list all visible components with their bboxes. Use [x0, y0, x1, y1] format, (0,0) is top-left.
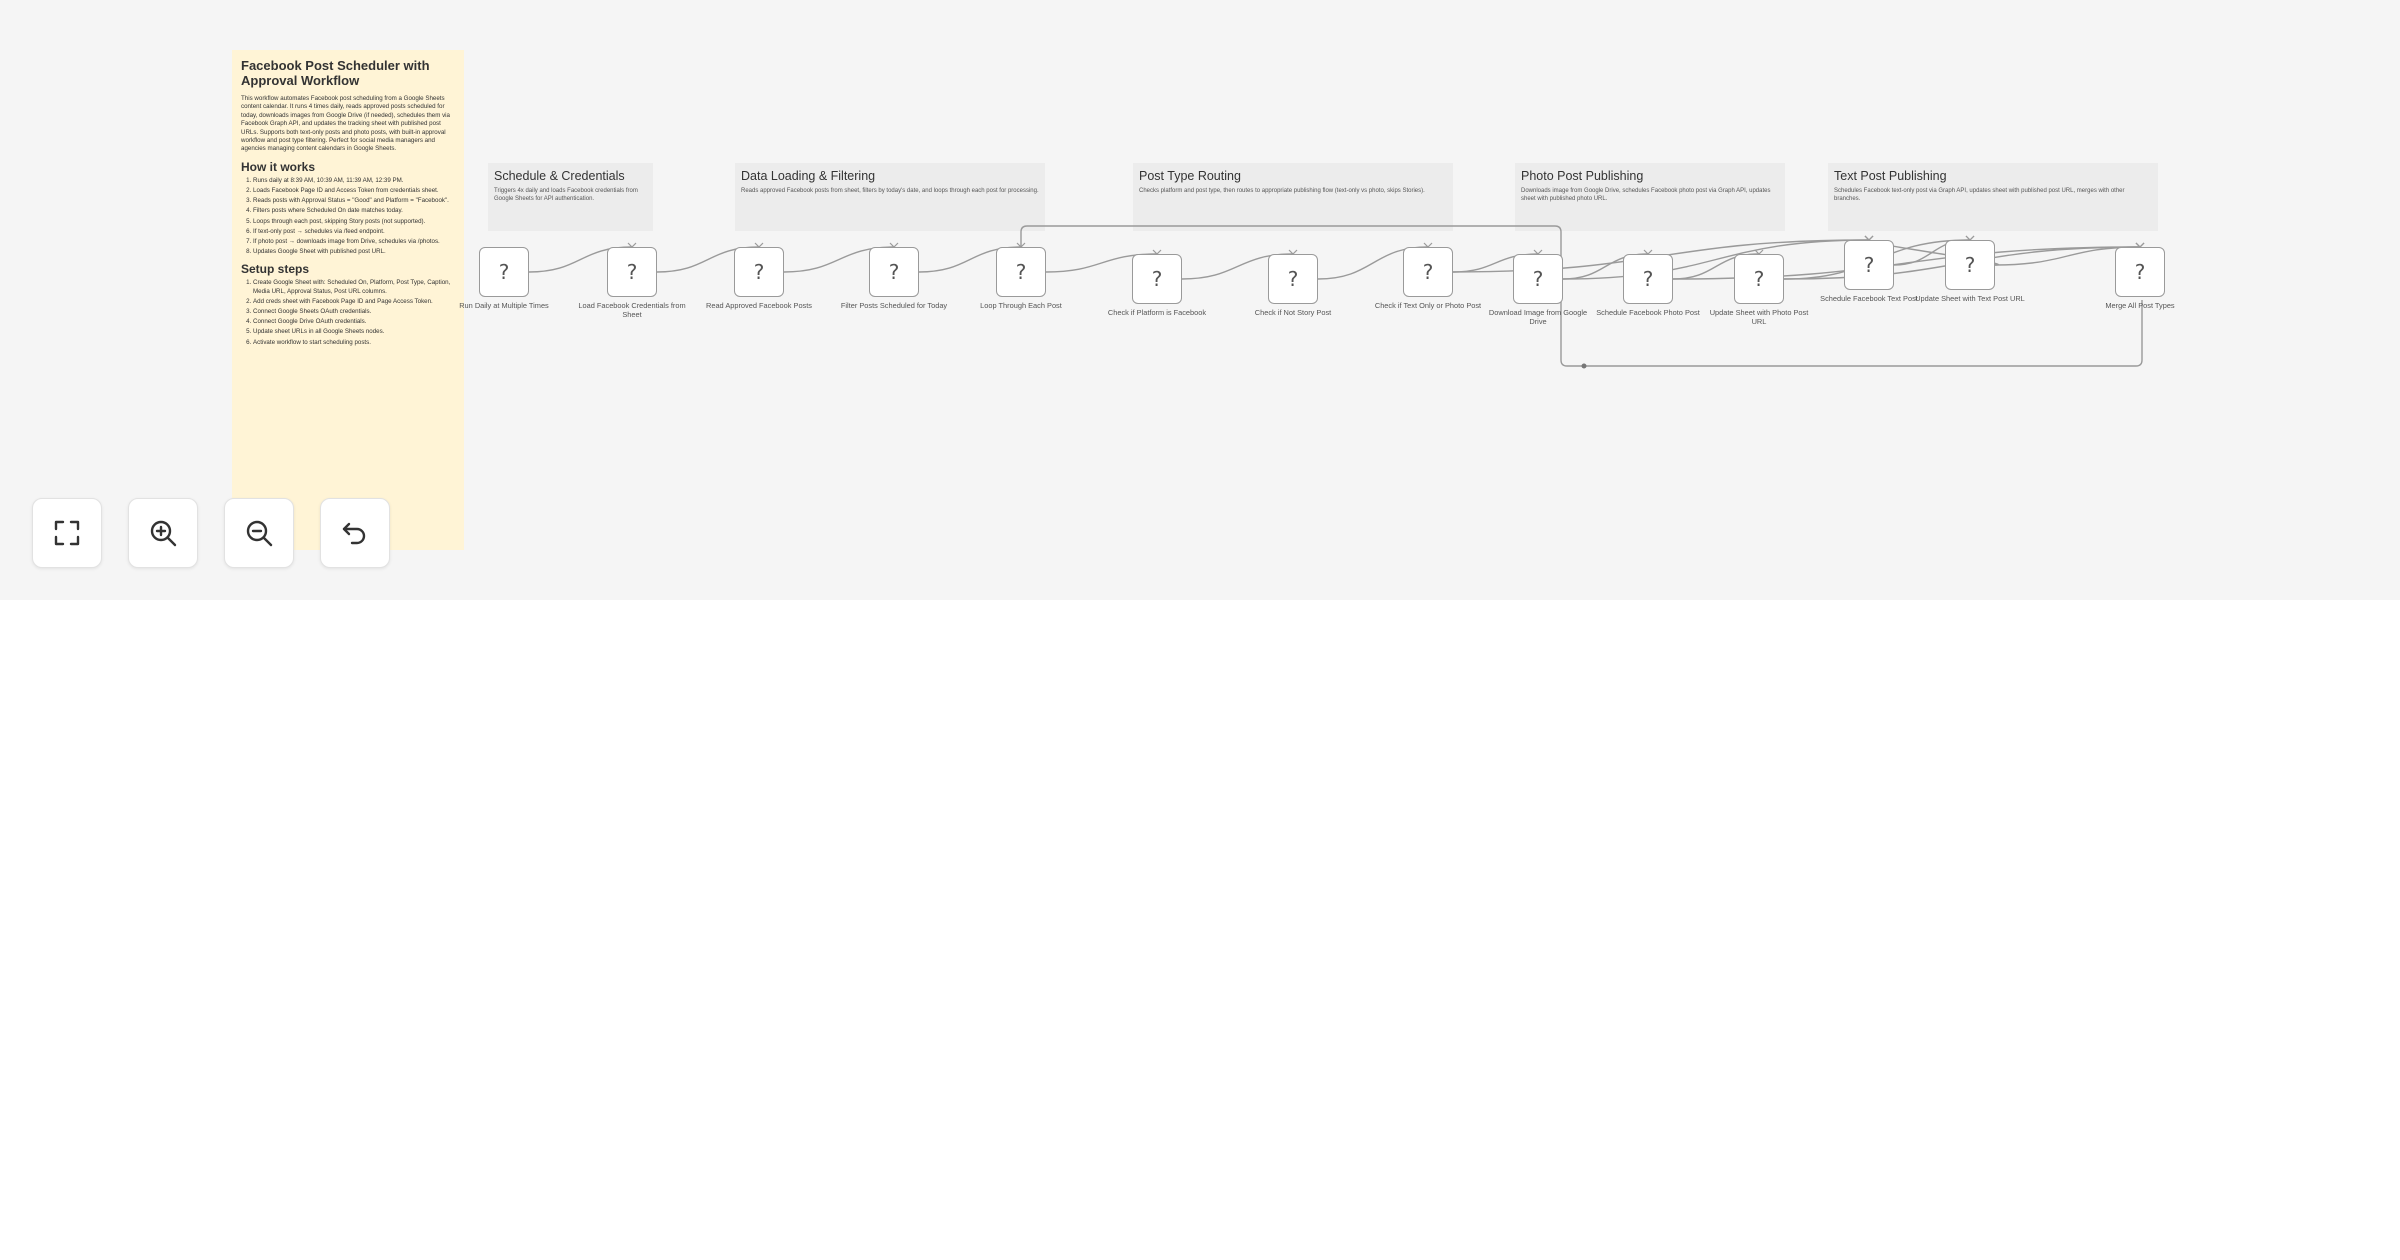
- how-step: Reads posts with Approval Status = "Good…: [253, 197, 455, 205]
- node-merge-all[interactable]: ?: [2115, 247, 2165, 297]
- reset-view-button[interactable]: [320, 498, 390, 568]
- unknown-node-icon: ?: [1287, 267, 1299, 291]
- group-note-text: Triggers 4x daily and loads Facebook cre…: [494, 188, 638, 202]
- setup-step: Activate workflow to start scheduling po…: [253, 339, 455, 347]
- node-label: Loop Through Each Post: [980, 301, 1062, 310]
- note-description: This workflow automates Facebook post sc…: [241, 95, 450, 153]
- how-step: Runs daily at 8:39 AM, 10:39 AM, 11:39 A…: [253, 177, 455, 185]
- how-it-works-list: Runs daily at 8:39 AM, 10:39 AM, 11:39 A…: [241, 177, 455, 257]
- node-update-photo[interactable]: ?: [1734, 254, 1784, 304]
- group-note-data-loading[interactable]: Data Loading & Filtering Reads approved …: [735, 163, 1045, 231]
- how-step: If text-only post → schedules via /feed …: [253, 228, 455, 236]
- node-download-image[interactable]: ?: [1513, 254, 1563, 304]
- node-label: Load Facebook Credentials from Sheet: [578, 301, 686, 319]
- node-label: Schedule Facebook Text Post: [1820, 294, 1918, 303]
- node-label: Filter Posts Scheduled for Today: [840, 301, 948, 310]
- fit-view-button[interactable]: [32, 498, 102, 568]
- group-note-text: Schedules Facebook text-only post via Gr…: [1834, 188, 2125, 202]
- node-label: Check if Text Only or Photo Post: [1374, 301, 1482, 310]
- group-note-title: Photo Post Publishing: [1521, 169, 1644, 183]
- setup-step: Connect Google Sheets OAuth credentials.: [253, 308, 455, 316]
- node-label: Read Approved Facebook Posts: [706, 301, 812, 310]
- group-note-text-publishing[interactable]: Text Post Publishing Schedules Facebook …: [1828, 163, 2158, 231]
- node-label: Check if Platform is Facebook: [1107, 308, 1207, 317]
- group-note-title: Data Loading & Filtering: [741, 169, 876, 183]
- workflow-canvas[interactable]: Facebook Post Scheduler with Approval Wo…: [0, 0, 2400, 600]
- unknown-node-icon: ?: [626, 260, 638, 284]
- unknown-node-icon: ?: [1015, 260, 1027, 284]
- setup-step: Update sheet URLs in all Google Sheets n…: [253, 328, 455, 336]
- unknown-node-icon: ?: [1964, 253, 1976, 277]
- node-check-type[interactable]: ?: [1403, 247, 1453, 297]
- group-note-post-type-routing[interactable]: Post Type Routing Checks platform and po…: [1133, 163, 1453, 231]
- node-read-approved[interactable]: ?: [734, 247, 784, 297]
- how-step: If photo post → downloads image from Dri…: [253, 238, 455, 246]
- node-label: Schedule Facebook Photo Post: [1596, 308, 1700, 317]
- unknown-node-icon: ?: [888, 260, 900, 284]
- node-update-text[interactable]: ?: [1945, 240, 1995, 290]
- group-note-title: Post Type Routing: [1139, 169, 1241, 183]
- zoom-out-button[interactable]: [224, 498, 294, 568]
- undo-icon: [342, 522, 366, 545]
- zoom-in-button[interactable]: [128, 498, 198, 568]
- unknown-node-icon: ?: [1532, 267, 1544, 291]
- node-check-platform[interactable]: ?: [1132, 254, 1182, 304]
- setup-step: Add creds sheet with Facebook Page ID an…: [253, 298, 455, 306]
- node-check-story[interactable]: ?: [1268, 254, 1318, 304]
- setup-step: Create Google Sheet with: Scheduled On, …: [253, 279, 455, 295]
- node-label: Run Daily at Multiple Times: [459, 301, 549, 310]
- node-filter-today[interactable]: ?: [869, 247, 919, 297]
- group-note-text: Checks platform and post type, then rout…: [1139, 188, 1425, 194]
- zoom-out-icon: [246, 520, 273, 547]
- unknown-node-icon: ?: [753, 260, 765, 284]
- node-load-creds[interactable]: ?: [607, 247, 657, 297]
- how-it-works-heading: How it works: [241, 159, 316, 174]
- node-loop-posts[interactable]: ?: [996, 247, 1046, 297]
- group-note-text: Downloads image from Google Drive, sched…: [1521, 188, 1771, 202]
- group-note-photo-publishing[interactable]: Photo Post Publishing Downloads image fr…: [1515, 163, 1785, 231]
- connection-15: [1562, 239, 1870, 280]
- unknown-node-icon: ?: [1422, 260, 1434, 284]
- group-note-title: Text Post Publishing: [1834, 169, 1947, 183]
- how-step: Filters posts where Scheduled On date ma…: [253, 207, 455, 215]
- unknown-node-icon: ?: [2134, 260, 2146, 284]
- group-note-schedule-credentials[interactable]: Schedule & Credentials Triggers 4x daily…: [488, 163, 653, 231]
- node-schedule-text[interactable]: ?: [1844, 240, 1894, 290]
- note-title: Facebook Post Scheduler with Approval Wo…: [241, 58, 430, 88]
- zoom-in-icon: [150, 520, 177, 547]
- workflow-description-note[interactable]: Facebook Post Scheduler with Approval Wo…: [232, 50, 464, 550]
- node-run-daily[interactable]: ?: [479, 247, 529, 297]
- unknown-node-icon: ?: [1863, 253, 1875, 277]
- unknown-node-icon: ?: [1151, 267, 1163, 291]
- fit-view-icon: [54, 520, 80, 546]
- node-label: Merge All Post Types: [2105, 301, 2175, 310]
- unknown-node-icon: ?: [1642, 267, 1654, 291]
- how-step: Updates Google Sheet with published post…: [253, 248, 455, 256]
- how-step: Loads Facebook Page ID and Access Token …: [253, 187, 455, 195]
- node-label: Download Image from Google Drive: [1488, 308, 1588, 326]
- unknown-node-icon: ?: [1753, 267, 1765, 291]
- node-schedule-photo[interactable]: ?: [1623, 254, 1673, 304]
- connection-dot: [1581, 363, 1587, 369]
- node-label: Update Sheet with Text Post URL: [1915, 294, 2025, 303]
- node-label: Check if Not Story Post: [1254, 308, 1332, 317]
- group-note-title: Schedule & Credentials: [494, 169, 625, 183]
- group-note-text: Reads approved Facebook posts from sheet…: [741, 188, 1039, 194]
- node-label: Update Sheet with Photo Post URL: [1709, 308, 1809, 326]
- unknown-node-icon: ?: [498, 260, 510, 284]
- setup-steps-list: Create Google Sheet with: Scheduled On, …: [241, 279, 455, 346]
- how-step: Loops through each post, skipping Story …: [253, 218, 455, 226]
- setup-step: Connect Google Drive OAuth credentials.: [253, 318, 455, 326]
- setup-steps-heading: Setup steps: [241, 262, 310, 277]
